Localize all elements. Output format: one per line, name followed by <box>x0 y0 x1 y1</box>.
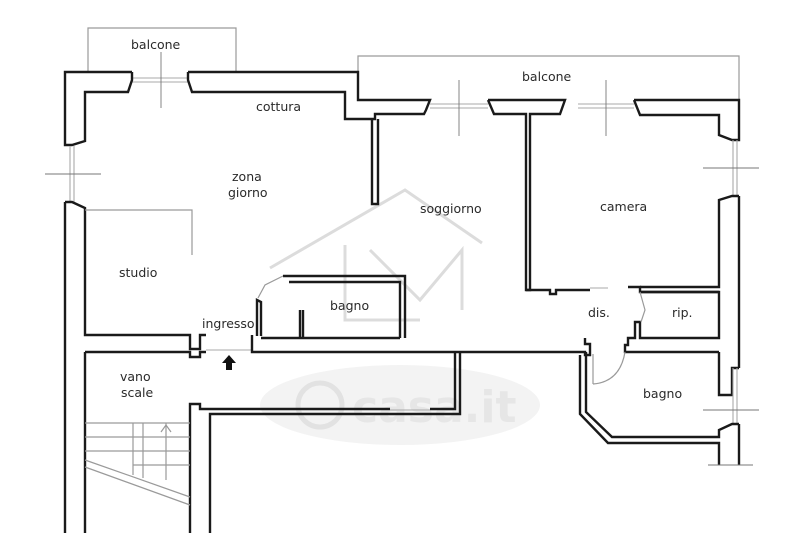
room-label-giorno: giorno <box>228 185 268 200</box>
walls <box>45 70 759 533</box>
studio-partition <box>85 209 193 255</box>
balcony-left <box>87 27 237 108</box>
room-label-bagno-center: bagno <box>330 298 369 313</box>
casa-watermark: casa.it <box>260 365 540 445</box>
stair-arrow-icon <box>160 423 172 433</box>
staircase <box>84 422 191 506</box>
room-label-balcone-right: balcone <box>522 69 572 84</box>
room-label-camera: camera <box>600 199 647 214</box>
room-label-ingresso: ingresso <box>202 316 255 331</box>
room-label-studio: studio <box>119 265 157 280</box>
room-label-bagno-right: bagno <box>643 386 682 401</box>
watermark-text: casa.it <box>352 382 516 433</box>
room-label-balcone-left: balcone <box>131 37 181 52</box>
room-label-cottura: cottura <box>256 99 301 114</box>
room-label-dis: dis. <box>588 305 610 320</box>
room-label-scale: scale <box>121 385 154 400</box>
balcony-right <box>357 55 740 136</box>
room-label-rip: rip. <box>672 305 693 320</box>
room-label-zona: zona <box>232 169 262 184</box>
stair-core <box>188 352 462 533</box>
bagno-center-walls <box>255 274 407 340</box>
room-label-soggiorno: soggiorno <box>420 201 482 216</box>
room-label-vano: vano <box>120 369 151 384</box>
entrance-arrow-icon <box>222 355 236 370</box>
